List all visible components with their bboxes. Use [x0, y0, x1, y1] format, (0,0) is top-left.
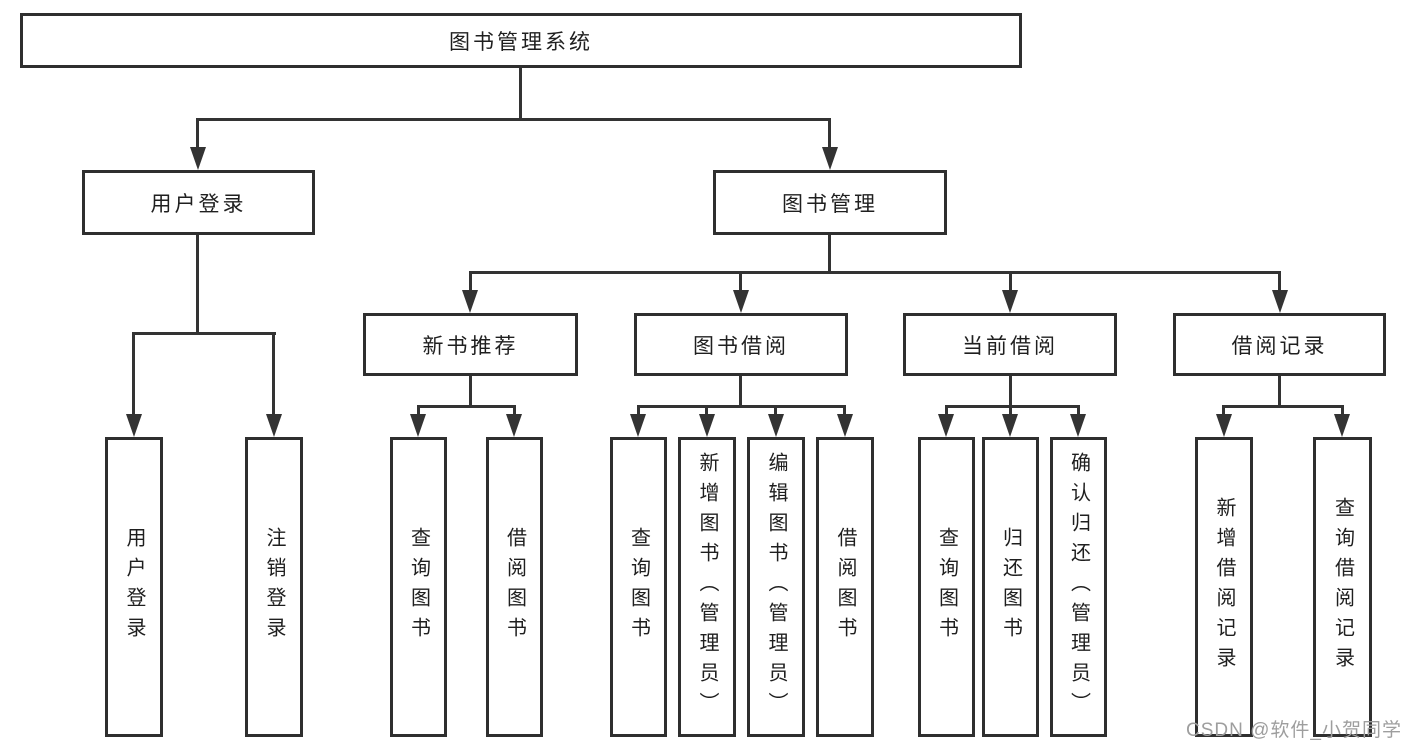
- connector-segment: [196, 118, 199, 154]
- leaf-user-login-label: 用户登录: [123, 527, 145, 647]
- connector-segment: [843, 405, 846, 419]
- connector-segment: [945, 405, 1080, 408]
- leaf-confirm-return-admin-label: 确认归还（管理员）: [1067, 452, 1090, 722]
- connector-segment: [1009, 271, 1012, 295]
- connector-segment: [1077, 405, 1080, 419]
- arrowhead: [266, 414, 282, 437]
- connector-segment: [774, 405, 777, 419]
- leaf-borrow-books-label: 借阅图书: [834, 527, 856, 647]
- csdn-watermark: CSDN @软件_小贺同学: [1186, 720, 1402, 741]
- node-user-login-label: 用户登录: [150, 192, 247, 216]
- arrowhead: [506, 414, 522, 437]
- arrowhead: [462, 290, 478, 313]
- leaf-query-books-recommend-label: 查询图书: [407, 527, 430, 647]
- leaf-query-borrow-record-label: 查询借阅记录: [1331, 497, 1354, 677]
- node-root-label: 图书管理系统: [449, 30, 593, 54]
- connector-segment: [637, 405, 846, 408]
- arrowhead: [126, 414, 142, 437]
- arrowhead: [733, 290, 749, 313]
- connector-segment: [1278, 271, 1281, 295]
- connector-segment: [469, 376, 472, 408]
- node-book-borrow: 图书借阅: [634, 313, 848, 376]
- node-current-borrow: 当前借阅: [903, 313, 1117, 376]
- connector-segment: [132, 332, 276, 335]
- connector-segment: [637, 405, 640, 419]
- arrowhead: [699, 414, 715, 437]
- leaf-edit-book-admin-label: 编辑图书（管理员）: [765, 452, 787, 722]
- connector-segment: [1222, 405, 1344, 408]
- connector-segment: [739, 271, 742, 295]
- connector-segment: [469, 271, 1281, 274]
- leaf-borrow-books: 借阅图书: [816, 437, 874, 737]
- arrowhead: [410, 414, 426, 437]
- connector-segment: [417, 405, 516, 408]
- connector-segment: [1009, 376, 1012, 408]
- leaf-add-book-admin: 新增图书（管理员）: [678, 437, 736, 737]
- arrowhead: [1334, 414, 1350, 437]
- leaf-logout-label: 注销登录: [263, 527, 285, 647]
- node-book-borrow-label: 图书借阅: [693, 334, 789, 358]
- node-user-login: 用户登录: [82, 170, 315, 235]
- arrowhead: [938, 414, 954, 437]
- connector-segment: [513, 405, 516, 419]
- leaf-return-book: 归还图书: [982, 437, 1039, 737]
- leaf-add-borrow-record-label: 新增借阅记录: [1213, 497, 1235, 677]
- node-root: 图书管理系统: [20, 13, 1022, 68]
- arrowhead: [1070, 414, 1086, 437]
- connector-segment: [469, 271, 472, 295]
- connector-segment: [196, 235, 199, 335]
- node-book-management-label: 图书管理: [782, 192, 878, 216]
- node-borrow-records-label: 借阅记录: [1231, 334, 1328, 358]
- arrowhead: [190, 147, 206, 170]
- node-new-book-recommend-label: 新书推荐: [422, 334, 519, 358]
- arrowhead: [822, 147, 838, 170]
- connector-segment: [417, 405, 420, 419]
- leaf-confirm-return-admin: 确认归还（管理员）: [1050, 437, 1107, 737]
- connector-segment: [272, 332, 275, 420]
- leaf-logout: 注销登录: [245, 437, 303, 737]
- arrowhead: [1216, 414, 1232, 437]
- leaf-query-books-recommend: 查询图书: [390, 437, 447, 737]
- connector-segment: [1009, 405, 1012, 419]
- connector-segment: [945, 405, 948, 419]
- arrowhead: [630, 414, 646, 437]
- arrowhead: [1272, 290, 1288, 313]
- leaf-user-login: 用户登录: [105, 437, 163, 737]
- connector-segment: [705, 405, 708, 419]
- connector-segment: [1341, 405, 1344, 419]
- leaf-query-books-current: 查询图书: [918, 437, 975, 737]
- leaf-return-book-label: 归还图书: [999, 527, 1022, 647]
- leaf-edit-book-admin: 编辑图书（管理员）: [747, 437, 805, 737]
- connector-segment: [197, 118, 831, 121]
- connector-segment: [828, 118, 831, 154]
- leaf-borrow-books-recommend: 借阅图书: [486, 437, 543, 737]
- leaf-query-books-borrow-label: 查询图书: [627, 527, 650, 647]
- arrowhead: [837, 414, 853, 437]
- connector-segment: [828, 235, 831, 274]
- connector-segment: [739, 376, 742, 408]
- leaf-query-books-current-label: 查询图书: [935, 527, 958, 647]
- connector-segment: [132, 332, 135, 420]
- leaf-query-borrow-record: 查询借阅记录: [1313, 437, 1372, 737]
- connector-segment: [1278, 376, 1281, 408]
- node-borrow-records: 借阅记录: [1173, 313, 1386, 376]
- node-new-book-recommend: 新书推荐: [363, 313, 578, 376]
- node-book-management: 图书管理: [713, 170, 947, 235]
- connector-segment: [519, 68, 522, 120]
- arrowhead: [1002, 290, 1018, 313]
- arrowhead: [768, 414, 784, 437]
- leaf-query-books-borrow: 查询图书: [610, 437, 667, 737]
- leaf-add-borrow-record: 新增借阅记录: [1195, 437, 1253, 737]
- connector-segment: [1222, 405, 1225, 419]
- node-current-borrow-label: 当前借阅: [962, 334, 1058, 358]
- arrowhead: [1002, 414, 1018, 437]
- leaf-borrow-books-recommend-label: 借阅图书: [503, 527, 526, 647]
- leaf-add-book-admin-label: 新增图书（管理员）: [696, 452, 718, 722]
